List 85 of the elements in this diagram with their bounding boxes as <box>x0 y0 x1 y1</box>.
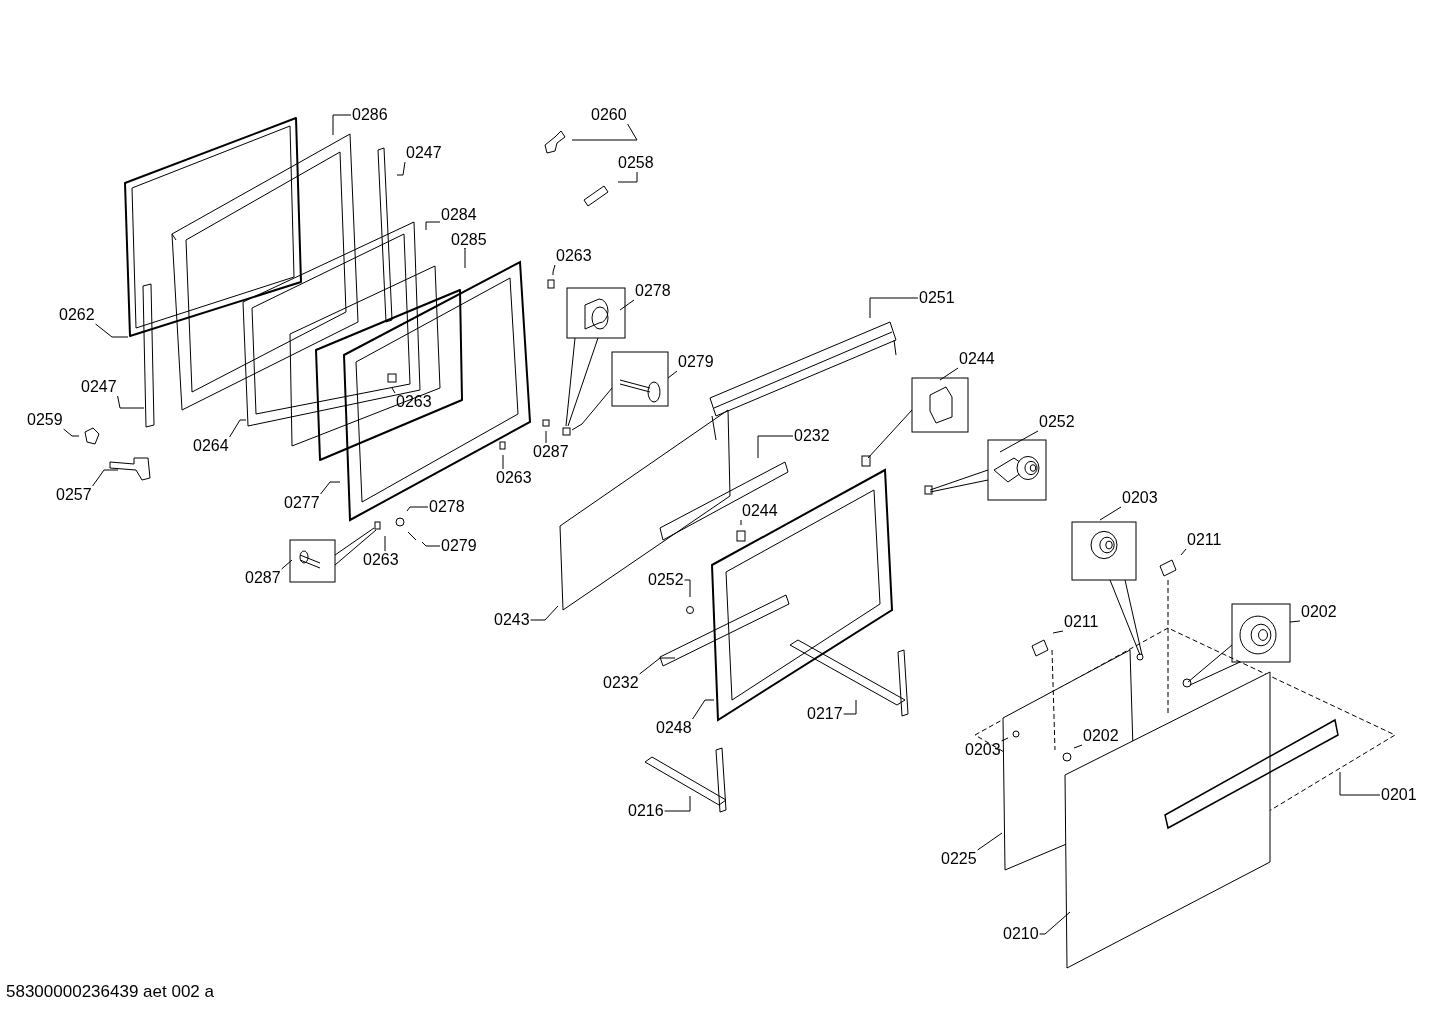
callout-number: 0262 <box>58 306 96 324</box>
callout-number: 0248 <box>655 719 693 737</box>
leader-line <box>939 367 959 381</box>
leader-line <box>464 247 466 269</box>
callout-number: 0287 <box>532 443 570 461</box>
leader-line <box>684 579 691 598</box>
leader-line <box>545 430 547 444</box>
leader-line <box>639 657 676 675</box>
callout-number: 0277 <box>283 494 321 512</box>
leader-line <box>999 430 1039 453</box>
leader-line <box>571 123 638 141</box>
callout-number: 0278 <box>428 498 466 516</box>
leader-line <box>92 469 119 487</box>
callout-number: 0216 <box>627 802 665 820</box>
leader-line <box>332 114 352 136</box>
callout-number: 0247 <box>405 144 443 162</box>
callout-number: 0257 <box>55 486 93 504</box>
leader-line <box>391 387 396 394</box>
callout-number: 0263 <box>495 469 533 487</box>
leader-line <box>1099 506 1122 521</box>
callout-number: 0287 <box>244 569 282 587</box>
callout-number: 0203 <box>964 741 1002 759</box>
leader-line <box>552 264 556 276</box>
callout-number: 0252 <box>647 571 685 589</box>
leader-line <box>502 454 504 470</box>
leader-line <box>740 519 742 526</box>
callout-number: 0202 <box>1300 603 1338 621</box>
callout-number: 0232 <box>602 674 640 692</box>
leader-line <box>384 535 386 552</box>
leader-line <box>396 161 406 176</box>
leader-line <box>406 506 429 512</box>
leader-line <box>843 699 857 715</box>
callout-number: 0252 <box>1038 413 1076 431</box>
callout-number: 0232 <box>793 427 831 445</box>
callout-number: 0259 <box>26 411 64 429</box>
leader-line <box>664 795 691 812</box>
leader-line <box>1001 737 1009 742</box>
callout-number: 0210 <box>1002 925 1040 943</box>
leader-line <box>977 832 1003 851</box>
leader-line <box>1073 744 1083 749</box>
callout-number: 0244 <box>741 502 779 520</box>
leader-line <box>63 428 80 437</box>
callout-number: 0211 <box>1063 613 1100 631</box>
callout-number: 0263 <box>555 247 593 265</box>
leader-line <box>95 323 129 338</box>
callout-number: 0278 <box>634 282 672 300</box>
callout-number: 0284 <box>440 206 478 224</box>
leader-line <box>757 435 794 459</box>
leader-line <box>1039 911 1071 935</box>
leader-line <box>117 395 145 409</box>
callout-number: 0286 <box>351 106 389 124</box>
leader-line <box>530 605 559 621</box>
callout-number: 0264 <box>192 437 230 455</box>
callout-number: 0279 <box>677 353 715 371</box>
leader-line <box>425 221 441 231</box>
leader-line <box>1052 630 1064 634</box>
drawing-number: 58300000236439 aet 002 a <box>6 982 214 1002</box>
callout-number: 0263 <box>362 551 400 569</box>
leader-line <box>1289 620 1301 623</box>
callout-number: 0243 <box>493 611 531 629</box>
leader-line <box>281 559 293 570</box>
callout-number: 0285 <box>450 231 488 249</box>
callout-number: 0279 <box>440 537 478 555</box>
leader-line <box>320 481 341 495</box>
callout-number: 0211 <box>1186 531 1223 549</box>
leader-line <box>619 299 635 311</box>
leader-line <box>617 171 638 183</box>
callout-number: 0225 <box>940 850 978 868</box>
callout-number: 0203 <box>1121 489 1159 507</box>
callout-number: 0260 <box>590 106 628 124</box>
callout-number: 0244 <box>958 350 996 368</box>
leader-line <box>1339 771 1381 796</box>
leader-line <box>1180 548 1187 556</box>
leader-line <box>869 297 919 319</box>
leader-line <box>667 370 678 379</box>
callout-number: 0247 <box>80 378 118 396</box>
leader-line <box>692 699 715 720</box>
callout-number: 0202 <box>1082 727 1120 745</box>
leader-line <box>421 541 441 547</box>
callout-number: 0217 <box>806 705 844 723</box>
callout-number: 0258 <box>617 154 655 172</box>
leader-line <box>229 419 247 438</box>
callout-number: 0251 <box>918 289 956 307</box>
callout-number: 0263 <box>395 393 433 411</box>
callout-number: 0201 <box>1380 786 1418 804</box>
